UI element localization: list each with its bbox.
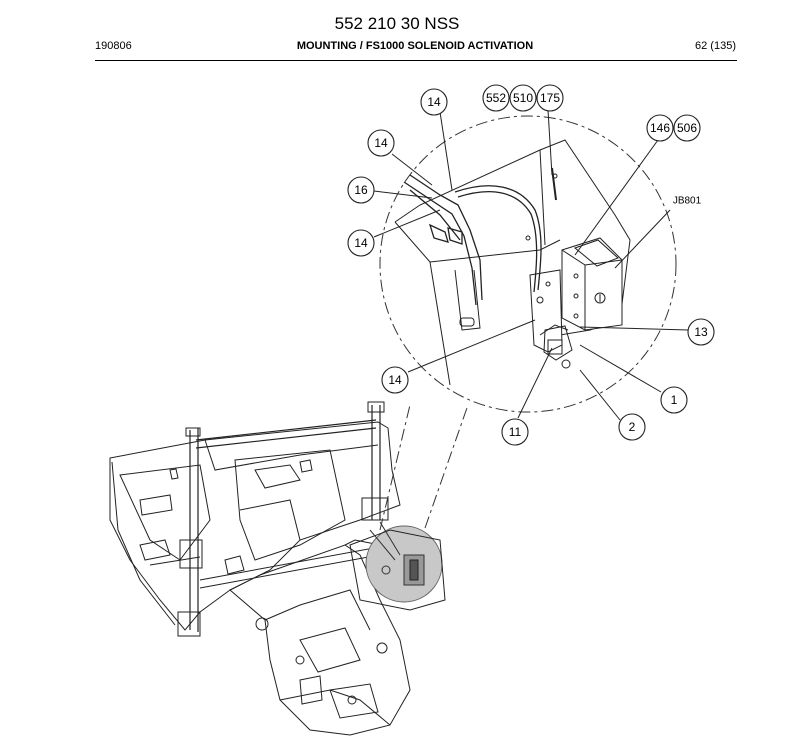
callout-506 — [673, 114, 701, 142]
chassis-frame — [109, 401, 411, 736]
callout-label: 14 — [388, 373, 402, 387]
detail-circle — [379, 115, 677, 413]
callout-label: 14 — [354, 236, 368, 250]
hoses — [403, 174, 542, 306]
callout-16 — [347, 176, 375, 204]
callout-label: 510 — [513, 91, 533, 105]
detail-location-marker — [349, 521, 446, 611]
callout-14-top — [420, 88, 448, 116]
callout-552 — [482, 84, 510, 112]
callout-175 — [536, 84, 564, 112]
callout-leaders — [373, 109, 689, 421]
callout-11 — [501, 418, 529, 446]
callout-label: 11 — [509, 425, 522, 439]
callout-146 — [646, 114, 674, 142]
callout-label: 506 — [677, 121, 697, 135]
callout-label: 552 — [486, 91, 506, 105]
document-number: 552 210 30 NSS — [334, 14, 460, 33]
callout-510 — [509, 84, 537, 112]
callout-label: 1 — [671, 393, 678, 407]
callout-1 — [660, 386, 688, 414]
callout-2 — [618, 413, 646, 441]
callout-label: 2 — [629, 420, 636, 434]
page-reference: 62 (135) — [695, 40, 736, 52]
callout-label: 13 — [694, 325, 708, 339]
junction-box-label: JB801 — [673, 196, 702, 207]
callout-label: 146 — [650, 121, 670, 135]
junction-box — [561, 237, 623, 331]
header-rule — [95, 60, 737, 61]
section-title: MOUNTING / FS1000 SOLENOID ACTIVATION — [296, 40, 534, 52]
callout-13 — [687, 318, 715, 346]
callout-label: 14 — [374, 136, 388, 150]
detail-leader-lines — [379, 404, 469, 531]
callout-14-bottom — [381, 366, 409, 394]
callout-label: 16 — [354, 183, 368, 197]
callout-label: 175 — [540, 91, 560, 105]
date-code: 190806 — [95, 40, 132, 52]
callout-14-left — [367, 129, 395, 157]
solenoid-valve — [529, 269, 573, 369]
mounting-bracket — [394, 139, 631, 386]
callout-14-mid — [347, 229, 375, 257]
callout-label: 14 — [427, 95, 441, 109]
